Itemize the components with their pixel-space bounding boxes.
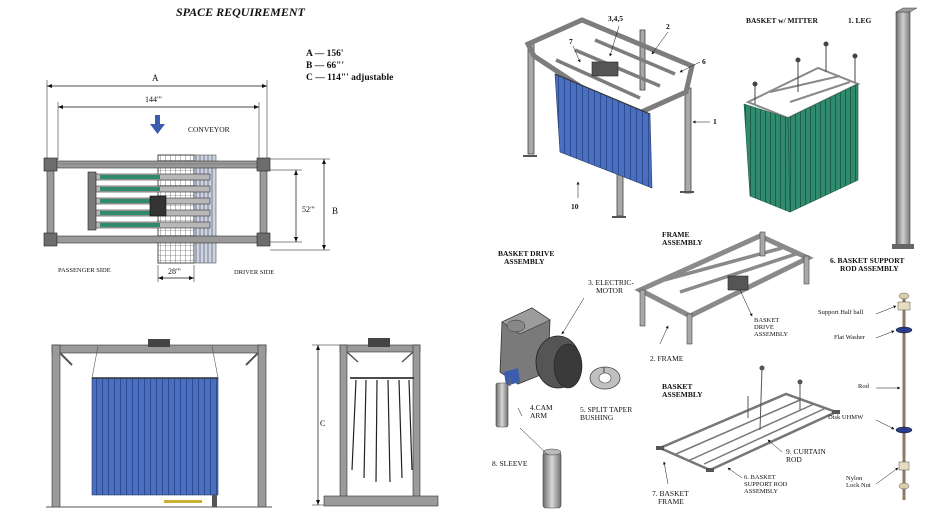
callout-1: 1 (713, 117, 717, 126)
sleeve-label: 8. SLEEVE (492, 459, 528, 468)
spec-b: B — 66"' (306, 61, 345, 71)
dim-144-label: 144"' (145, 95, 162, 104)
dim-c-label: C (320, 419, 326, 428)
basket-with-mitter (743, 41, 861, 213)
passenger-side-label: PASSENGER SIDE (58, 267, 111, 274)
spec-a: A — 156' (306, 49, 344, 59)
frame-label: 2. FRAME (650, 354, 684, 363)
spec-c: C — 114"' adjustable (306, 73, 394, 83)
leg-part (892, 7, 918, 249)
rod-label: Rod (858, 383, 869, 390)
disk-uhmw-label: Disk UHMW (828, 414, 864, 421)
plan-view (43, 80, 330, 282)
support-half-ball-label: Support Half ball (818, 309, 864, 316)
callout-10: 10 (571, 202, 579, 211)
flat-washer-label: Flat Washer (834, 334, 865, 341)
support-rod-assembly (875, 292, 913, 500)
page-title: SPACE REQUIREMENT (176, 5, 305, 19)
conveyor-label: CONVEYOR (188, 125, 230, 134)
basket-drive-parts (495, 297, 621, 509)
basket-assembly (656, 365, 840, 485)
electric-motor-label: 3. ELECTRIC-MOTOR (588, 278, 634, 295)
callout-2: 2 (666, 22, 670, 31)
callout-6: 6 (702, 57, 706, 66)
dim-28-label: 28"' (168, 267, 181, 276)
frame-assembly (634, 231, 814, 345)
front-elevation (46, 339, 272, 508)
callout-345: 3,4,5 (608, 14, 623, 23)
dim-b-label: B (332, 206, 339, 216)
driver-side-label: DRIVER SIDE (234, 269, 275, 276)
side-elevation (312, 338, 439, 507)
leg-label: 1. LEG (848, 16, 872, 25)
dim-a-label: A (152, 73, 159, 83)
callout-7: 7 (569, 37, 573, 46)
full-assembly-blue (523, 17, 710, 218)
dim-52-label: 52"' (302, 205, 315, 214)
basket-mitter-label: BASKET w/ MITTER (746, 16, 818, 25)
